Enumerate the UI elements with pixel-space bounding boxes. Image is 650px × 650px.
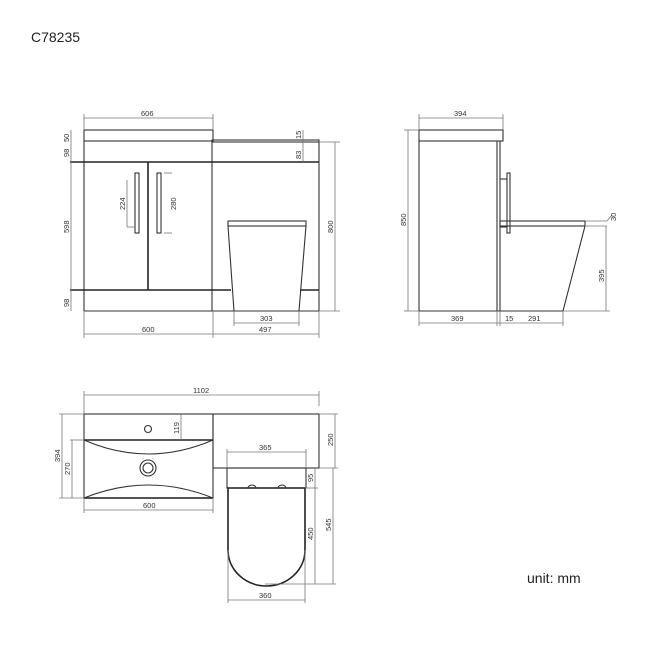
svg-text:1102: 1102 [193,386,209,395]
basin-worktop [83,129,214,142]
svg-text:98: 98 [62,149,71,157]
unit-label: unit: mm [527,570,581,586]
svg-text:95: 95 [306,474,315,482]
svg-text:545: 545 [324,518,333,531]
svg-text:394: 394 [53,449,62,462]
svg-text:303: 303 [260,314,273,323]
svg-text:850: 850 [399,213,408,226]
svg-text:83: 83 [294,151,303,159]
handle-right [156,172,162,234]
toilet-seat-front [227,220,307,227]
svg-text:250: 250 [326,433,335,446]
svg-text:15: 15 [294,131,303,139]
svg-text:395: 395 [597,269,606,282]
side-view: 394 850 30 395 369 15 291 [399,109,618,326]
svg-text:600: 600 [142,325,155,334]
waste-outer-icon [139,459,157,477]
svg-text:394: 394 [454,109,467,118]
tap-hole-icon [143,424,153,434]
svg-text:98: 98 [62,299,71,307]
svg-text:30: 30 [609,213,618,221]
wc-top-plan [212,413,320,469]
svg-text:270: 270 [63,462,72,475]
svg-text:800: 800 [326,220,335,233]
front-view: 606 50 98 598 98 224 280 15 83 800 303 6… [62,109,340,338]
svg-text:360: 360 [259,591,272,600]
svg-text:119: 119 [172,422,181,434]
svg-text:497: 497 [259,325,272,334]
toilet-pan-plan [227,487,306,587]
side-worktop [418,129,504,142]
plan-view: 1102 394 270 119 600 250 365 95 450 545 … [53,386,338,603]
svg-text:365: 365 [259,443,272,452]
svg-text:606: 606 [141,109,154,118]
basin-bowl-top-curve [83,439,214,455]
side-handle [506,172,511,234]
wc-top [211,139,320,143]
svg-text:50: 50 [62,134,71,142]
svg-text:369: 369 [451,314,464,323]
svg-text:450: 450 [306,527,315,540]
side-seat [499,220,586,227]
handle-left [134,172,140,234]
svg-text:15: 15 [505,314,513,323]
cistern-plan [226,467,307,489]
svg-text:224: 224 [118,197,127,210]
basin-bowl-bottom-curve [83,484,214,499]
svg-text:280: 280 [169,197,178,210]
svg-text:598: 598 [62,220,71,233]
svg-text:291: 291 [528,314,541,323]
svg-text:600: 600 [143,501,156,510]
model-code: C78235 [31,29,81,45]
waste-inner-icon [142,462,154,474]
